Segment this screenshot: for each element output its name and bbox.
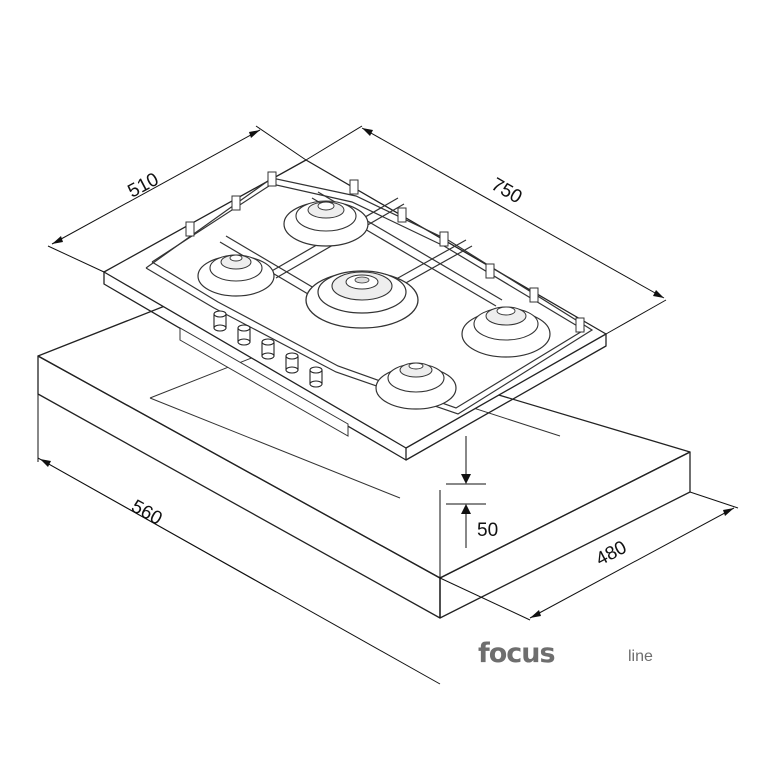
burner-icon (461, 306, 551, 358)
knob-icon (261, 338, 275, 360)
knob-icon (309, 366, 323, 388)
burner-icon (197, 254, 275, 297)
dimension-label-top-width: 750 (488, 174, 526, 208)
dimension-label-height: 50 (477, 520, 498, 541)
dimension-label-cutout-depth: 480 (592, 537, 630, 570)
dimension-height: 50 (446, 436, 498, 548)
knob-icon (213, 310, 227, 332)
knob-icon (237, 324, 251, 346)
logo-sub-text: line (628, 648, 653, 665)
dimension-label-top-depth: 510 (124, 169, 162, 202)
logo-main-text: focus (478, 638, 555, 669)
knob-icon (285, 352, 299, 374)
grate-posts (185, 171, 585, 333)
focus-line-logo: focus line (478, 638, 653, 669)
burner-icon (375, 362, 457, 410)
burner-icon (283, 200, 369, 247)
dimension-cutout-width: 560 (37, 394, 441, 685)
burner-icon (305, 270, 419, 329)
dimension-label-cutout-width: 560 (128, 496, 166, 530)
